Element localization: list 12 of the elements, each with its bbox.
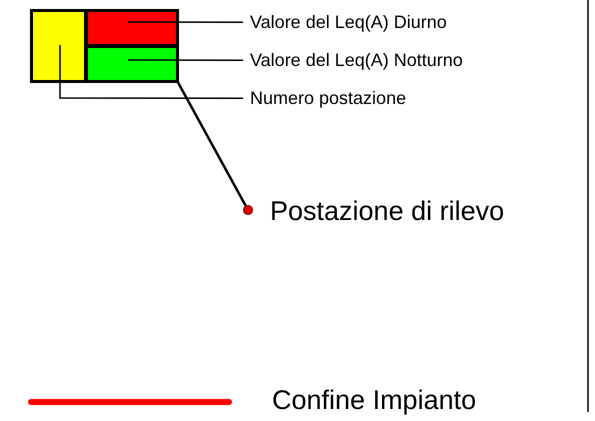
measurement-point-dot <box>243 205 253 215</box>
legend-label: Valore del Leq(A) Notturno <box>250 50 463 71</box>
legend-label: Numero postazione <box>250 88 406 109</box>
legend-label: Valore del Leq(A) Diurno <box>250 12 447 33</box>
legend-label: Confine Impianto <box>272 385 476 416</box>
leader-line <box>128 21 243 24</box>
leader-line <box>128 59 243 62</box>
legend-cell <box>30 9 87 83</box>
legend-cell <box>85 45 179 83</box>
legend-cell <box>85 9 179 47</box>
leader-line <box>176 80 247 206</box>
point-label: Postazione di rilevo <box>270 196 504 228</box>
